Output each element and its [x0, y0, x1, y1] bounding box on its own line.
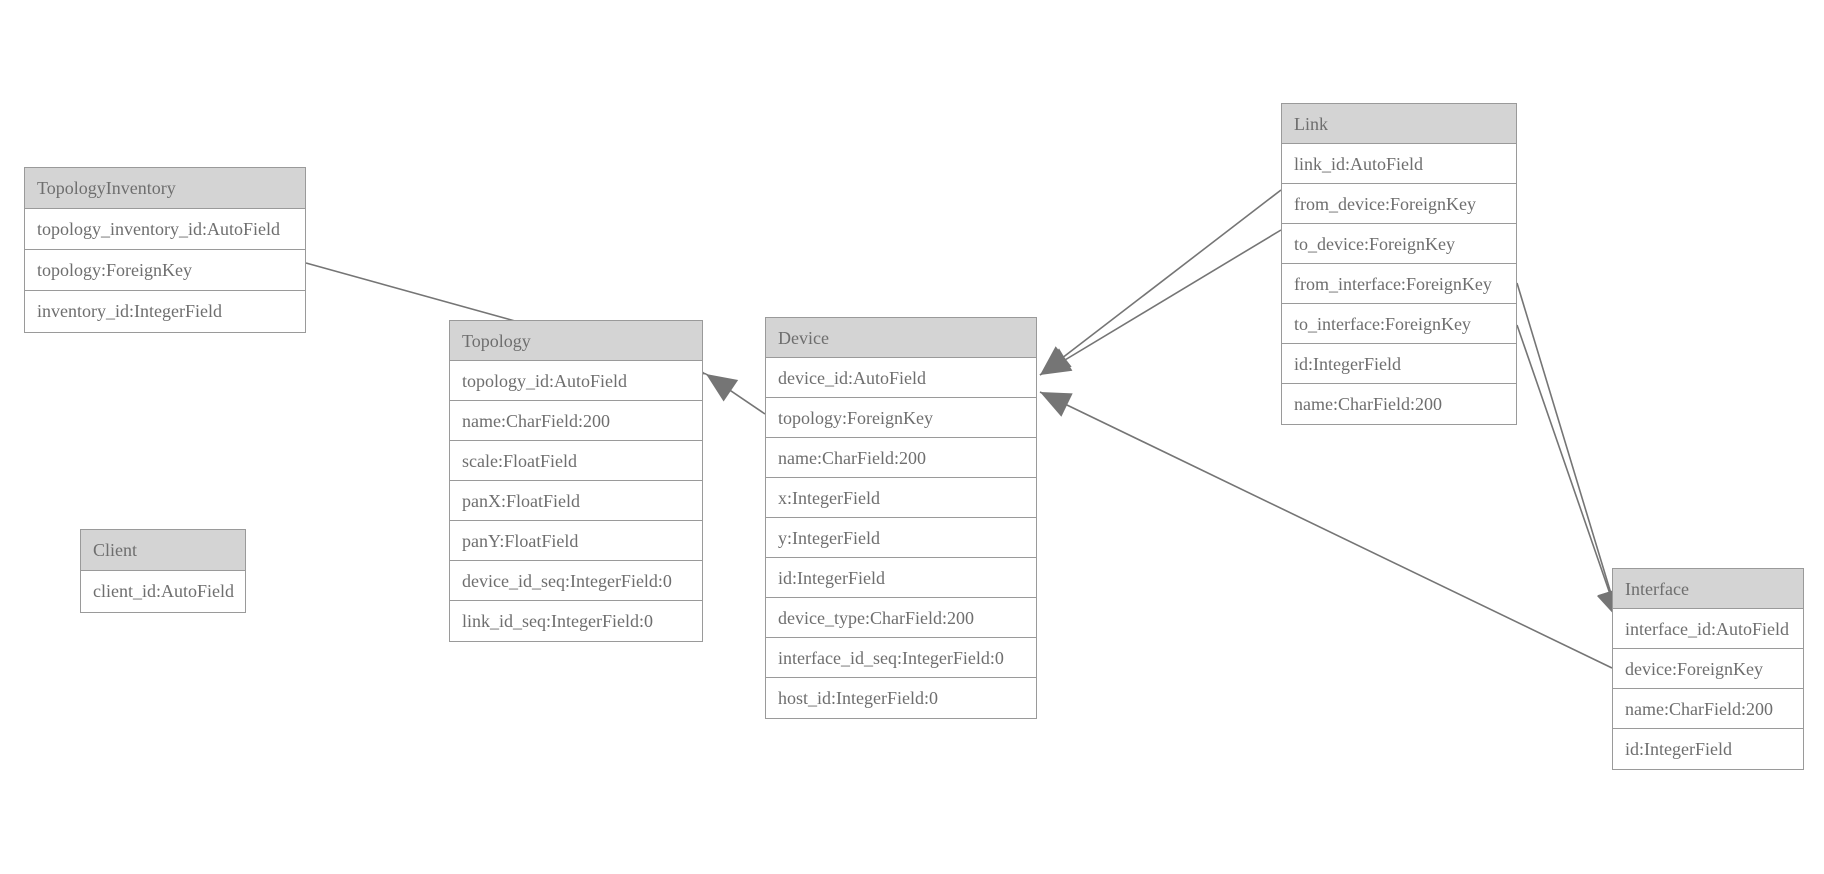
relation-line: [1516, 324, 1620, 621]
entity-field-row[interactable]: link_id_seq:IntegerField:0: [450, 601, 702, 641]
entity-field-row[interactable]: topology:ForeignKey: [25, 250, 305, 291]
entity-field-row[interactable]: device:ForeignKey: [1613, 649, 1803, 689]
entity-title-client: Client: [81, 530, 245, 571]
entity-title-topology_inventory: TopologyInventory: [25, 168, 305, 209]
entity-field-row[interactable]: from_device:ForeignKey: [1282, 184, 1516, 224]
entity-field-row[interactable]: id:IntegerField: [1613, 729, 1803, 769]
entity-field-row[interactable]: device_type:CharField:200: [766, 598, 1036, 638]
relation-line: [705, 373, 766, 415]
entity-field-row[interactable]: panY:FloatField: [450, 521, 702, 561]
relation-line: [1039, 189, 1282, 376]
entity-field-row[interactable]: panX:FloatField: [450, 481, 702, 521]
entity-field-row[interactable]: name:CharField:200: [1282, 384, 1516, 424]
entity-field-row[interactable]: link_id:AutoField: [1282, 144, 1516, 184]
entity-title-topology: Topology: [450, 321, 702, 361]
entity-field-row[interactable]: topology:ForeignKey: [766, 398, 1036, 438]
entity-title-interface: Interface: [1613, 569, 1803, 609]
entity-field-row[interactable]: id:IntegerField: [766, 558, 1036, 598]
relation-link-to-device: [1039, 229, 1282, 376]
entity-field-row[interactable]: device_id:AutoField: [766, 358, 1036, 398]
entity-field-row[interactable]: interface_id:AutoField: [1613, 609, 1803, 649]
entity-field-row[interactable]: from_interface:ForeignKey: [1282, 264, 1516, 304]
entity-field-row[interactable]: interface_id_seq:IntegerField:0: [766, 638, 1036, 678]
entity-field-row[interactable]: topology_id:AutoField: [450, 361, 702, 401]
entity-title-link: Link: [1282, 104, 1516, 144]
entity-field-row[interactable]: topology_inventory_id:AutoField: [25, 209, 305, 250]
relation-line: [1039, 229, 1282, 376]
entity-field-row[interactable]: host_id:IntegerField:0: [766, 678, 1036, 718]
entity-field-row[interactable]: scale:FloatField: [450, 441, 702, 481]
entity-field-row[interactable]: to_device:ForeignKey: [1282, 224, 1516, 264]
entity-field-row[interactable]: device_id_seq:IntegerField:0: [450, 561, 702, 601]
relation-arrowhead: [1040, 348, 1073, 375]
entity-field-row[interactable]: inventory_id:IntegerField: [25, 291, 305, 332]
entity-title-device: Device: [766, 318, 1036, 358]
entity-field-row[interactable]: id:IntegerField: [1282, 344, 1516, 384]
relation-arrowhead: [1040, 346, 1072, 375]
relation-line: [1516, 282, 1620, 621]
relation-link-from-device: [1039, 189, 1282, 376]
entity-field-row[interactable]: to_interface:ForeignKey: [1282, 304, 1516, 344]
entity-field-row[interactable]: name:CharField:200: [450, 401, 702, 441]
relation-arrowhead: [706, 374, 739, 402]
entity-field-row[interactable]: x:IntegerField: [766, 478, 1036, 518]
relation-device-topology: [705, 373, 766, 415]
entity-field-row[interactable]: name:CharField:200: [1613, 689, 1803, 729]
relation-arrowhead: [1040, 392, 1073, 417]
entity-field-row[interactable]: client_id:AutoField: [81, 571, 245, 612]
entity-field-row[interactable]: y:IntegerField: [766, 518, 1036, 558]
entity-field-row[interactable]: name:CharField:200: [766, 438, 1036, 478]
relation-line: [1039, 391, 1613, 669]
